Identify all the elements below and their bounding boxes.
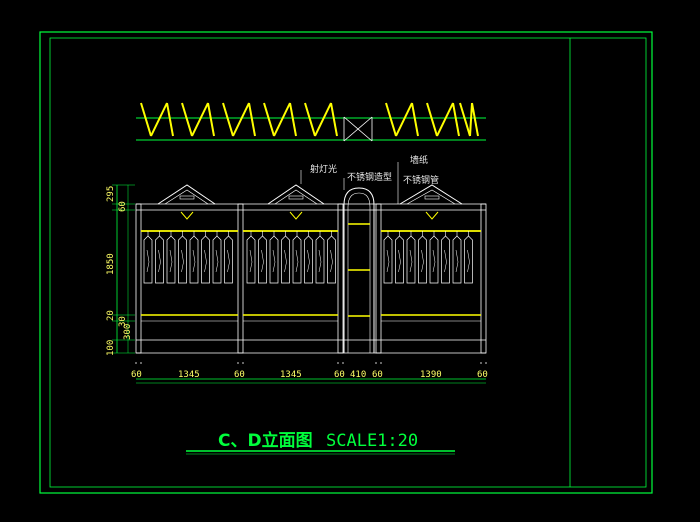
dim-h-7: 1390 bbox=[420, 370, 442, 380]
label-stainless-shape: 不锈钢造型 bbox=[347, 171, 392, 183]
label-spotlight: 射灯光 bbox=[310, 163, 337, 175]
dim-h-2: 60 bbox=[234, 370, 245, 380]
pediment-left bbox=[157, 184, 216, 205]
pediment-middle bbox=[267, 184, 325, 205]
elevation bbox=[135, 184, 487, 354]
dim-v-1: 60 bbox=[118, 201, 128, 212]
hanging-garments bbox=[143, 231, 473, 284]
dim-h-6: 60 bbox=[372, 370, 383, 380]
horizontal-dimensions: 60 1345 60 1345 60 410 60 1390 60 bbox=[131, 362, 488, 384]
ceiling-pattern bbox=[136, 102, 486, 142]
dim-h-5: 410 bbox=[350, 370, 366, 380]
dim-h-0: 60 bbox=[131, 370, 142, 380]
dim-h-3: 1345 bbox=[280, 370, 302, 380]
dim-v-3: 20 bbox=[106, 310, 116, 321]
dim-h-8: 60 bbox=[477, 370, 488, 380]
dim-v-0: 295 bbox=[106, 186, 116, 202]
label-stainless-pipe: 不锈钢管 bbox=[403, 174, 439, 186]
pediment-right bbox=[399, 184, 463, 205]
title-text: C、D立面图 bbox=[218, 430, 313, 451]
annotations: 射灯光 不锈钢造型 墙纸 不锈钢管 bbox=[300, 154, 439, 204]
dim-v-2: 1850 bbox=[106, 253, 116, 275]
dim-v-4: 30 bbox=[118, 316, 128, 327]
vertical-dimensions: 295 60 1850 20 30 300 100 bbox=[106, 184, 135, 356]
drawing-title: C、D立面图 SCALE1:20 bbox=[186, 430, 455, 455]
scale-text: SCALE1:20 bbox=[326, 431, 418, 451]
dim-h-1: 1345 bbox=[178, 370, 200, 380]
arch-niche bbox=[343, 187, 375, 353]
dim-v-5: 300 bbox=[123, 324, 133, 340]
dim-v-6: 100 bbox=[106, 340, 116, 356]
inner-frame bbox=[49, 37, 647, 488]
dim-h-4: 60 bbox=[334, 370, 345, 380]
outer-frame bbox=[39, 31, 653, 494]
label-wallpaper: 墙纸 bbox=[410, 154, 428, 166]
